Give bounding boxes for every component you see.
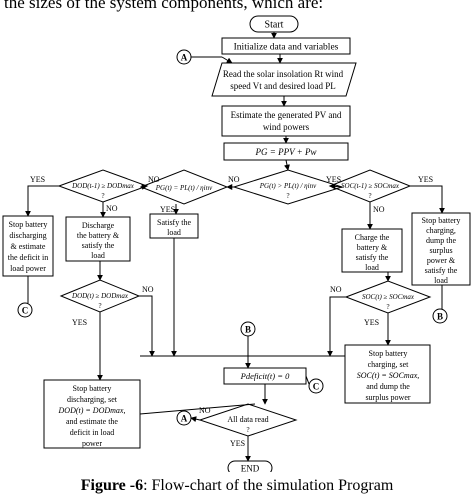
- stop-discharge-set-line6: power: [82, 439, 102, 448]
- stop-charge-dump-line6: satisfy the: [425, 266, 458, 275]
- stop-discharge-set-line4: and estimate the: [66, 417, 118, 426]
- estimate-line1: Estimate the generated PV and: [231, 110, 342, 120]
- end-label: END: [241, 464, 260, 473]
- connector-b-right: [432, 308, 448, 324]
- figure-caption: Figure -6: Flow-chart of the simulation …: [0, 474, 474, 498]
- deficit-zero-label: Pdeficit(t) = 0: [240, 371, 290, 381]
- stop-discharge-estimate-line4: the deficit in: [8, 253, 48, 262]
- start-label: Start: [265, 20, 284, 31]
- discharge-line3: satisfy the: [82, 241, 115, 250]
- connector-c-right-label: C: [313, 382, 320, 392]
- stop-charge-set-line4: and dump the: [366, 382, 410, 391]
- no-label-soc: NO: [373, 205, 385, 214]
- yes-label-dod: YES: [30, 175, 45, 184]
- soc-check2-line1: SOC(t) ≥ SOCmax: [362, 293, 415, 301]
- greater-decision-line1: PG(t) > PL(t) / ηinv: [259, 182, 317, 190]
- dod-decision-line1: DOD(t-1) ≥ DODmax: [71, 182, 135, 190]
- stop-discharge-set-line5: deficit in load: [70, 428, 114, 437]
- init-label: Initialize data and variables: [234, 43, 339, 53]
- dod-decision-line2: ?: [101, 192, 104, 200]
- all-read-decision: [198, 403, 298, 437]
- stop-discharge-set-line3: DOD(t) = DODmax,: [58, 406, 126, 415]
- stop-discharge-set-line2: discharging, set: [67, 395, 118, 404]
- satisfy-line1: Satisfy the: [157, 218, 191, 227]
- discharge-line2: the battery &: [77, 231, 120, 240]
- soc-decision-line2: ?: [368, 192, 371, 200]
- satisfy-line2: load: [167, 228, 181, 237]
- connector-a-bottom-label: A: [181, 414, 188, 424]
- simulation-flowchart: Start Initialize data and variables Read…: [2, 15, 471, 473]
- discharge-line1: Discharge: [82, 221, 115, 230]
- stop-charge-dump-line2: charging,: [426, 226, 456, 235]
- yes-label-soc2: YES: [364, 318, 379, 327]
- top-paragraph-text: the sizes of the system components, whic…: [4, 0, 324, 12]
- flow-arrows: [25, 32, 445, 462]
- yes-label-dod2: YES: [72, 318, 87, 327]
- stop-discharge-estimate-line5: load power: [10, 264, 46, 273]
- stop-discharge-set-line1: Stop battery: [73, 384, 112, 393]
- read-data-line2: speed Vt and desired load PL: [230, 81, 336, 91]
- stop-charge-set-line3: SOC(t) = SOCmax,: [357, 371, 420, 380]
- read-data-line1: Read the solar insolation Rt wind: [223, 69, 344, 79]
- no-label-equal: NO: [148, 175, 160, 184]
- stop-charge-dump-line3: dump the: [426, 236, 456, 245]
- caption-text: : Flow-chart of the simulation Program: [143, 477, 394, 494]
- soc-decision-line1: SOC(t-1) ≥ SOCmax: [341, 182, 400, 190]
- read-data-parallelogram: [211, 62, 357, 97]
- charge-line1: Charge the: [355, 233, 390, 242]
- connector-b-middle-label: B: [245, 325, 251, 335]
- soc-check2-decision: [344, 280, 432, 314]
- stop-discharge-estimate-line1: Stop battery: [9, 220, 48, 229]
- estimate-line2: wind powers: [263, 122, 310, 132]
- stop-charge-set-line5: surplus power: [365, 393, 410, 402]
- yes-label-equal: YES: [160, 205, 175, 214]
- pg-sum-label: PG = PPV + Pw: [255, 147, 317, 157]
- stop-charge-dump-line5: power &: [427, 256, 456, 265]
- yes-label-greater: YES: [326, 175, 341, 184]
- init-box: [221, 37, 351, 55]
- all-read-line2: ?: [246, 426, 249, 434]
- connector-a-top-label: A: [181, 53, 188, 63]
- equal-decision-line1: PG(t) = PL(t) / ηinv: [155, 184, 213, 192]
- stop-charge-dump-line4: surplus: [429, 246, 452, 255]
- connector-c-left-label: C: [22, 306, 29, 316]
- stop-charge-set-line2: charging, set: [368, 360, 410, 369]
- yes-label-all-read: YES: [230, 439, 245, 448]
- soc-check2-line2: ?: [386, 303, 389, 311]
- stop-charge-set-line1: Stop battery: [369, 349, 408, 358]
- no-label-dod2: NO: [142, 285, 154, 294]
- caption-figure-number: Figure -6: [80, 477, 144, 494]
- discharge-line4: load: [91, 251, 105, 260]
- no-label-greater: NO: [228, 175, 240, 184]
- all-read-line1: All data read: [227, 415, 268, 424]
- connector-c-left: [17, 302, 33, 318]
- stop-discharge-estimate-line3: & estimate: [11, 242, 46, 251]
- stop-charge-dump-line1: Stop battery: [422, 216, 461, 225]
- connector-c-right: [308, 378, 324, 394]
- no-label-dod: NO: [106, 204, 118, 213]
- charge-line3: satisfy the: [356, 253, 389, 262]
- yes-label-soc: YES: [418, 175, 433, 184]
- stop-charge-dump-line7: load: [434, 276, 448, 285]
- no-label-all-read: NO: [199, 406, 211, 415]
- flowchart-text: Start Initialize data and variables Read…: [8, 20, 461, 473]
- discharge-box: [65, 216, 131, 262]
- charge-line2: battery &: [357, 243, 388, 252]
- no-label-soc2: NO: [330, 285, 342, 294]
- dod-check2-line2: ?: [98, 302, 101, 310]
- connector-b-right-label: B: [437, 312, 443, 322]
- dod-check2-line1: DOD(t) ≥ DODmax: [71, 292, 129, 300]
- stop-discharge-estimate-line2: discharging: [9, 231, 46, 240]
- charge-line4: load: [365, 263, 379, 272]
- greater-decision-line2: ?: [286, 192, 289, 200]
